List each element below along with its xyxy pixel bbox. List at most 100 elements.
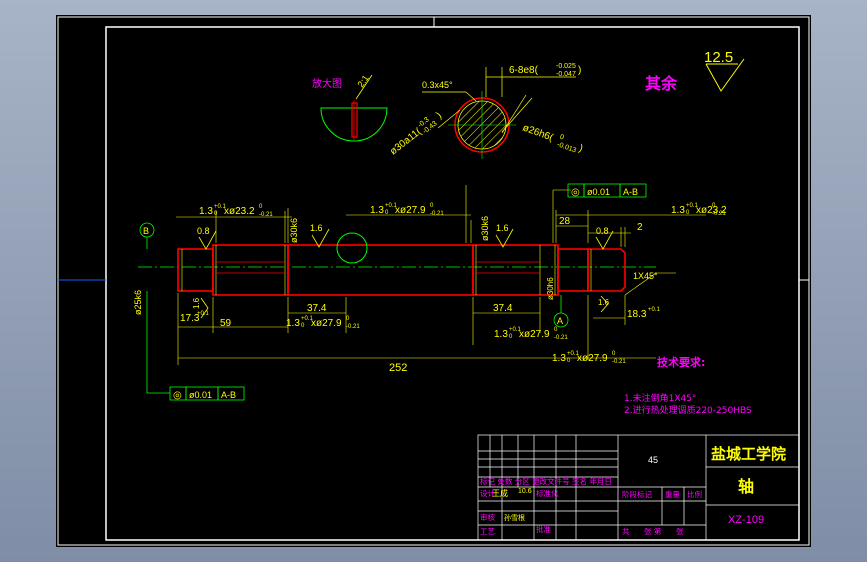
groove-mid-tol: +0.1 (385, 203, 398, 209)
major-diameter: ø30a11( (388, 126, 424, 158)
tolerance-top-symbol: ◎ (571, 187, 580, 198)
groove-left-diam-low: -0.21 (259, 212, 273, 218)
datum-b: B (139, 222, 155, 249)
dim-252: 252 (389, 362, 407, 374)
upper-dimensions (176, 185, 706, 247)
lower-groove-2: 1.3 +0.1 0 xø27.9 0 -0.21 (494, 327, 568, 341)
lower-g1-up: 0 (346, 316, 350, 322)
lower-dimensions (177, 272, 676, 365)
lower-g2-low: -0.21 (554, 335, 568, 341)
minor-diameter: ø26h6( (521, 122, 555, 143)
roughness-08-left-value: 0.8 (197, 226, 210, 236)
minor-close: ) (577, 143, 584, 154)
dim-18-3: 18.3 (627, 309, 647, 320)
tolerance-top-ref: A-B (623, 187, 638, 197)
roughness-16-bottom-left: 1.6 (192, 297, 209, 319)
detail-label: 放大图 (312, 77, 342, 90)
sheet-end-label: 张 (676, 527, 684, 536)
lower-g2-diam: xø27.9 (519, 329, 550, 340)
diam-30k6-right: ø30k6 (480, 216, 490, 241)
tolerance-bottom-value: ø0.01 (189, 390, 212, 400)
roughness-16-br-value: 1.6 (598, 298, 610, 307)
requirements-title: 技术要求: (657, 355, 705, 369)
section-view: 0.3x45° 6-8e8( -0.025 -0.047 ) ø26h6( 0 … (388, 63, 584, 159)
roughness-16-mid: 1.6 (310, 223, 330, 248)
roughness-08-right-value: 0.8 (596, 226, 609, 236)
standardization-label: 标准化 (536, 488, 559, 498)
material: 45 (648, 455, 658, 465)
roughness-16-right-value: 1.6 (496, 223, 509, 233)
diam-30h6-keyed: ø30h6 (546, 277, 555, 300)
tolerance-bottom-symbol: ◎ (173, 390, 182, 401)
lower-groove-3: 1.3 +0.1 0 xø27.9 0 -0.21 (552, 351, 626, 365)
chamfer-right: 1X45° (633, 271, 658, 281)
drawing-sheet: 12.5 其余 放大图 2:1 0.3x45° 6-8e8( -0.025 -0… (56, 15, 811, 547)
roughness-08-right: 0.8 (595, 226, 614, 250)
lower-g3-up: 0 (612, 351, 616, 357)
groove-right-dim: 1.3 +0.1 0 xø23.2 0 -0.21 (671, 203, 727, 217)
inner-border (105, 26, 800, 541)
approve-label: 批准 (536, 524, 551, 534)
lower-g1-diam: xø27.9 (311, 318, 342, 329)
cad-drawing: 12.5 其余 放大图 2:1 0.3x45° 6-8e8( -0.025 -0… (57, 16, 810, 546)
dim-59: 59 (220, 318, 232, 329)
dim-2: 2 (637, 222, 643, 233)
tolerance-top-value: ø0.01 (587, 187, 610, 197)
requirement-2: 2.进行热处理调质220-250HBS (624, 404, 752, 416)
technical-requirements: 技术要求: 1.未注倒角1X45° 2.进行热处理调质220-250HBS (624, 355, 752, 416)
sheet-of-label: 张 第 (644, 526, 662, 536)
checker-name: 孙雪根 (504, 513, 525, 522)
groove-left-tol: +0.1 (214, 204, 227, 210)
weight-label: 重量 (665, 490, 680, 499)
groove-right-diam: xø23.2 (696, 205, 727, 216)
lower-g1-low: -0.21 (346, 324, 360, 330)
groove-mid-diam-up: 0 (430, 203, 434, 209)
drawing-number: XZ-109 (728, 514, 764, 526)
groove-left-tol0: 0 (214, 211, 218, 217)
roughness-rest-symbol: 12.5 (704, 49, 745, 92)
section-chamfer: 0.3x45° (422, 80, 453, 90)
dim-17-3-tol: +0.1 (197, 311, 210, 317)
dim-37-4-right: 37.4 (493, 303, 513, 314)
roughness-16-bl-value: 1.6 (192, 297, 201, 309)
stage-label: 阶段标记 (622, 489, 652, 499)
shaft-main-view (138, 232, 656, 296)
dim-37-4-left: 37.4 (307, 303, 327, 314)
lower-g2-width: 1.3 (494, 329, 508, 340)
keyway-spec: 6-8e8( (509, 65, 539, 76)
lower-g2-tol0: 0 (509, 334, 513, 340)
checker-label: 审核 (480, 512, 495, 522)
groove-right-diam-up: 0 (712, 203, 716, 209)
dim-28: 28 (559, 216, 571, 227)
title-block (477, 434, 800, 541)
roughness-16-bottom-right: 1.6 (598, 295, 610, 313)
school-name: 盐城工学院 (711, 445, 786, 463)
groove-right-tol: +0.1 (686, 203, 699, 209)
tolerance-bottom-ref: A-B (221, 390, 236, 400)
detail-view: 放大图 2:1 (312, 73, 388, 142)
major-close: ) (435, 110, 444, 121)
lower-groove-1: 1.3 +0.1 0 xø27.9 0 -0.21 (286, 316, 360, 330)
lower-g3-diam: xø27.9 (577, 353, 608, 364)
groove-right-tol0: 0 (686, 210, 690, 216)
lower-g3-low: -0.21 (612, 359, 626, 365)
design-date: 10.6 (518, 488, 532, 495)
detail-scale: 2:1 (355, 73, 370, 89)
minor-tol-lower: -0.013 (556, 141, 577, 154)
minor-tol-upper: 0 (559, 134, 565, 142)
keyway-tol-lower: -0.047 (556, 71, 576, 78)
keyway-close: ) (578, 65, 581, 76)
lower-g2-tol: +0.1 (509, 327, 522, 333)
groove-mid-diam-low: -0.21 (430, 211, 444, 217)
datum-a-label: A (557, 316, 563, 326)
diam-25k6: ø25k6 (133, 290, 143, 315)
groove-mid-tol0: 0 (385, 210, 389, 216)
roughness-16-mid-value: 1.6 (310, 223, 323, 233)
dim-17-3: 17.3 (180, 313, 200, 324)
groove-mid-diam: xø27.9 (395, 205, 426, 216)
sheets-total-label: 共 (622, 527, 630, 536)
diam-30k6-left: ø30k6 (289, 218, 299, 243)
groove-left-diam: xø23.2 (224, 206, 255, 217)
lower-g2-up: 0 (554, 327, 558, 333)
groove-mid-dim: 1.3 +0.1 0 xø27.9 0 -0.21 (370, 203, 444, 217)
